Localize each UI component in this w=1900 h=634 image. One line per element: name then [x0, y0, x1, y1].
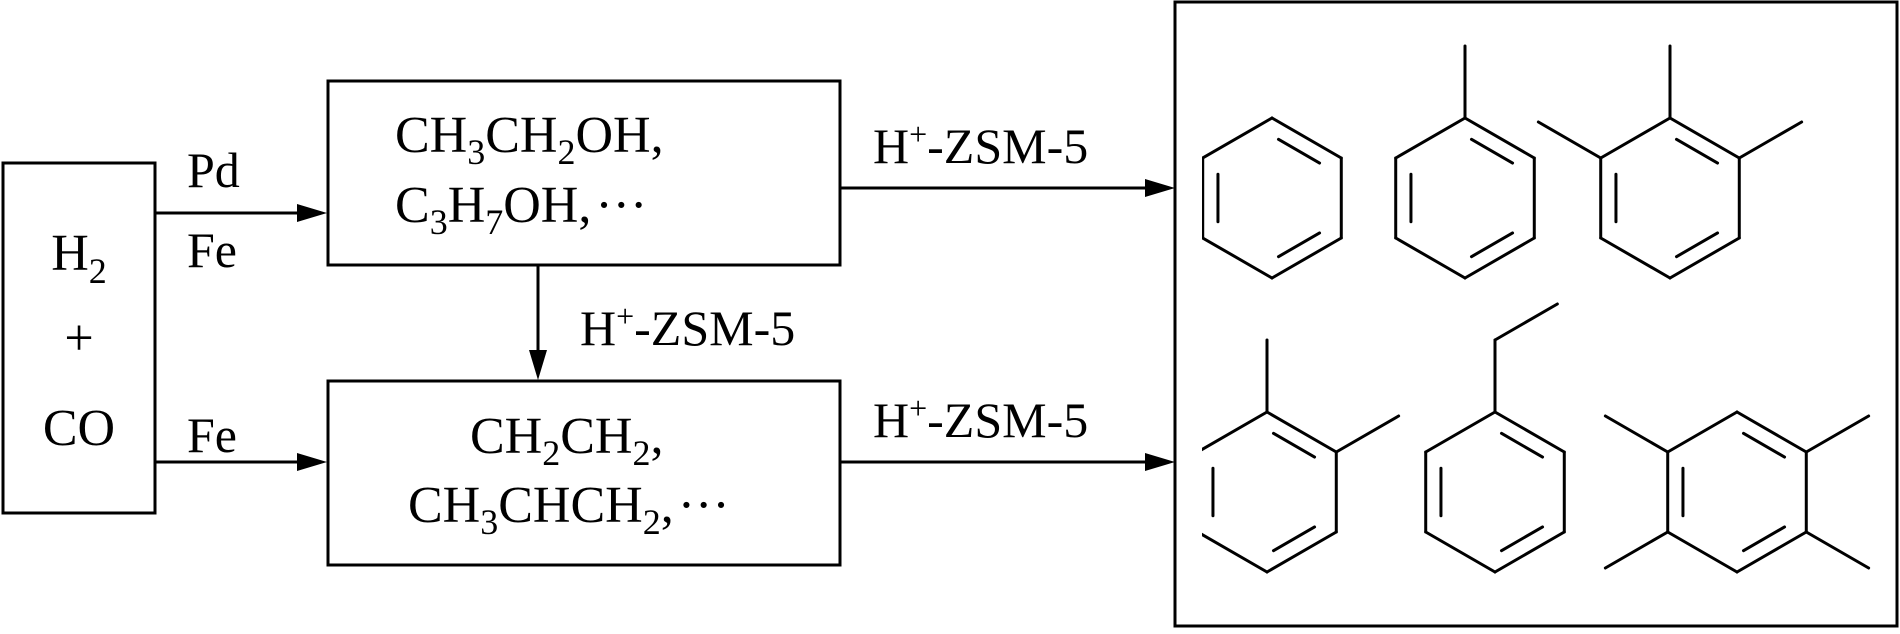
feed-plus: + — [64, 310, 93, 367]
toluene-structure — [1394, 44, 1536, 280]
zeolite-label-bottom: H+-ZSM-5 — [873, 390, 1088, 448]
arrow-alcohols-to-olefins — [529, 265, 547, 380]
olefins-line-2: CH3CHCH2,··· — [408, 477, 730, 542]
ethylbenzene-structure — [1424, 302, 1566, 574]
tetramethylbenzene-structure — [1603, 410, 1871, 574]
arrow-feed-to-olefins — [155, 453, 327, 471]
alcohols-line-1: CH3CH2OH, — [395, 107, 664, 172]
feed-h2: H2 — [51, 225, 107, 291]
feed-box: H2 + CO — [1, 161, 157, 515]
feed-co: CO — [43, 400, 115, 457]
trimethylbenzene-structure — [1536, 44, 1804, 280]
catalyst-fe-label-top: Fe — [187, 222, 237, 278]
catalyst-fe-label-bottom: Fe — [187, 407, 237, 463]
alcohols-line-2: C3H7OH,··· — [395, 177, 647, 242]
olefins-box: CH2CH2, CH3CHCH2,··· — [326, 379, 842, 567]
aromatics-box — [1173, 0, 1899, 628]
catalyst-pd-label: Pd — [187, 142, 240, 198]
arrow-feed-to-alcohols — [155, 204, 327, 222]
arrow-olefins-to-aromatics — [840, 453, 1175, 471]
zeolite-label-top: H+-ZSM-5 — [873, 116, 1088, 174]
aromatic-structures — [1202, 44, 1871, 574]
alcohols-box: CH3CH2OH, C3H7OH,··· — [326, 79, 842, 267]
zeolite-label-middle: H+-ZSM-5 — [580, 298, 795, 356]
benzene-structure — [1202, 116, 1343, 280]
arrow-alcohols-to-aromatics — [840, 179, 1175, 197]
o-xylene-structure — [1202, 338, 1401, 574]
olefins-line-1: CH2CH2, — [470, 408, 664, 473]
